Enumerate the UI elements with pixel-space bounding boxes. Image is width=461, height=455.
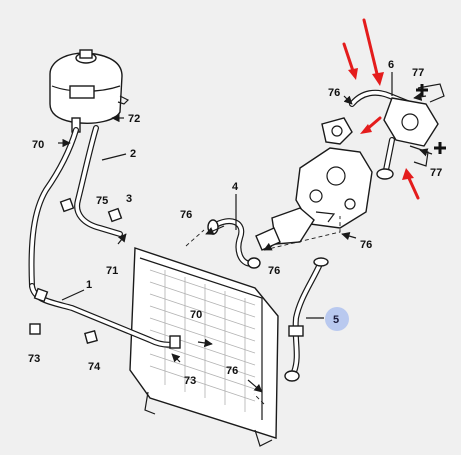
part-5-highlight	[325, 307, 349, 331]
label-76-mid: 76	[268, 265, 280, 277]
plus-brackets	[416, 84, 446, 154]
label-73-bottom: 73	[184, 375, 196, 387]
label-74: 74	[88, 361, 101, 373]
label-3: 3	[126, 193, 132, 205]
label-76-mid-left: 76	[180, 209, 192, 221]
thermostat-housing	[255, 117, 373, 251]
label-1: 1	[86, 279, 92, 291]
radiator	[129, 247, 279, 447]
clip-square-icon	[29, 323, 41, 335]
label-73-left: 73	[28, 353, 40, 365]
leader-dash-2	[263, 216, 341, 251]
hose-5	[284, 257, 329, 382]
radiator-core-grid	[149, 269, 256, 412]
pointer-arrows	[58, 92, 433, 393]
hose-1	[29, 283, 181, 349]
label-77-bottom: 77	[430, 167, 442, 179]
label-70-bottom: 70	[190, 309, 202, 321]
label-76-bottom: 76	[226, 365, 238, 377]
expansion-tank	[49, 49, 130, 133]
hose-2	[74, 125, 123, 237]
leader-dash-3	[253, 393, 265, 405]
leader-lines	[61, 72, 393, 319]
label-5: 5	[333, 314, 339, 326]
label-77-top: 77	[412, 67, 424, 79]
label-71: 71	[106, 265, 118, 277]
leader-dash-1	[185, 229, 205, 247]
clip-square-icon	[59, 197, 75, 213]
label-75: 75	[96, 195, 108, 207]
water-outlet-assembly	[349, 83, 445, 180]
plus-bracket-icon	[416, 84, 428, 96]
clip-square-icon	[84, 330, 98, 344]
label-2: 2	[130, 148, 136, 160]
label-70-top: 70	[32, 139, 44, 151]
label-72: 72	[128, 113, 140, 125]
label-76-top: 76	[328, 87, 340, 99]
label-4: 4	[232, 181, 239, 193]
part-labels: 70 72 2 75 3 71 1 73 74 70 73 76 76 4 76…	[28, 59, 442, 387]
hose-70-top	[28, 127, 79, 289]
label-6: 6	[388, 59, 394, 71]
clip-square-icon	[107, 207, 123, 223]
hose-4	[207, 218, 261, 269]
clip-squares	[29, 197, 123, 344]
red-arrows	[342, 18, 420, 200]
plus-bracket-icon	[434, 142, 446, 154]
label-76-right: 76	[360, 239, 372, 251]
